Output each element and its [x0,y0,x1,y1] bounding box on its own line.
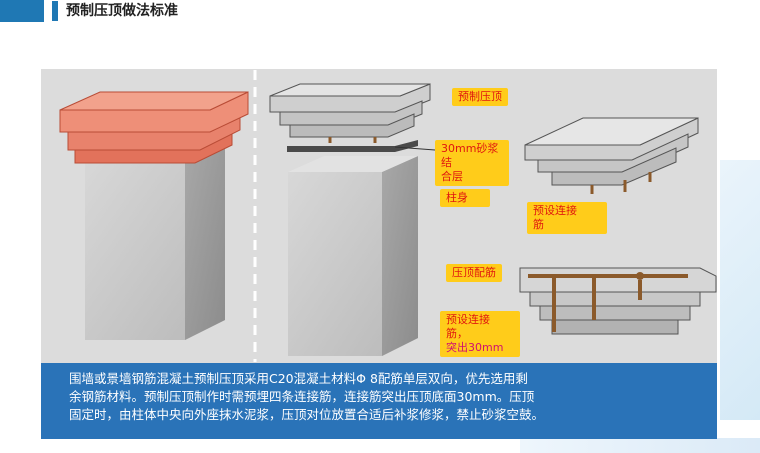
label-embedded-bar-line1: 预设连接 [533,204,577,217]
pillar-with-cap [59,91,249,340]
page-title: 预制压顶做法标准 [52,1,178,21]
label-mortar-line2: 合层 [441,170,463,183]
cap-bottom-view [524,117,699,194]
label-mortar-line1: 30mm砂浆结 [441,142,499,169]
label-embedded-bar-line2: 筋 [533,218,544,231]
mortar-layer [287,140,418,152]
label-precast-cap: 预制压顶 [452,88,508,106]
label-bar-protrude-line1: 预设连接 [446,313,490,326]
label-embedded-bar: 预设连接 筋 [527,202,607,234]
label-bar-protrude-line3: 突出30mm [446,341,504,354]
label-column-body: 柱身 [440,189,490,207]
caption-line2: 余钢筋材料。预制压顶制作时需预埋四条连接筋，连接筋突出压顶底面30mm。压顶 [69,389,535,404]
description-caption: 围墙或景墙钢筋混凝土预制压顶采用C20混凝土材料Φ 8配筋单层双向，优先选用剩 … [41,363,717,439]
label-mortar-layer: 30mm砂浆结 合层 [435,140,509,186]
caption-line3: 固定时，由柱体中央向外座抹水泥浆，压顶对位放置合适后补浆修浆，禁止砂浆空鼓。 [69,407,545,422]
decorative-stripe-bottom [520,438,760,453]
label-cap-rebar: 压顶配筋 [446,264,502,282]
caption-line1: 围墙或景墙钢筋混凝土预制压顶采用C20混凝土材料Φ 8配筋单层双向，优先选用剩 [69,371,528,386]
decorative-stripe-right [720,160,760,420]
label-bar-protrude-line2: 筋， [446,327,468,340]
column-body [288,156,418,356]
header-accent-bar [0,0,44,22]
exploded-cap [269,83,431,143]
label-bar-protrude: 预设连接 筋， 突出30mm [440,311,520,357]
cap-section-with-rebar [519,267,717,335]
